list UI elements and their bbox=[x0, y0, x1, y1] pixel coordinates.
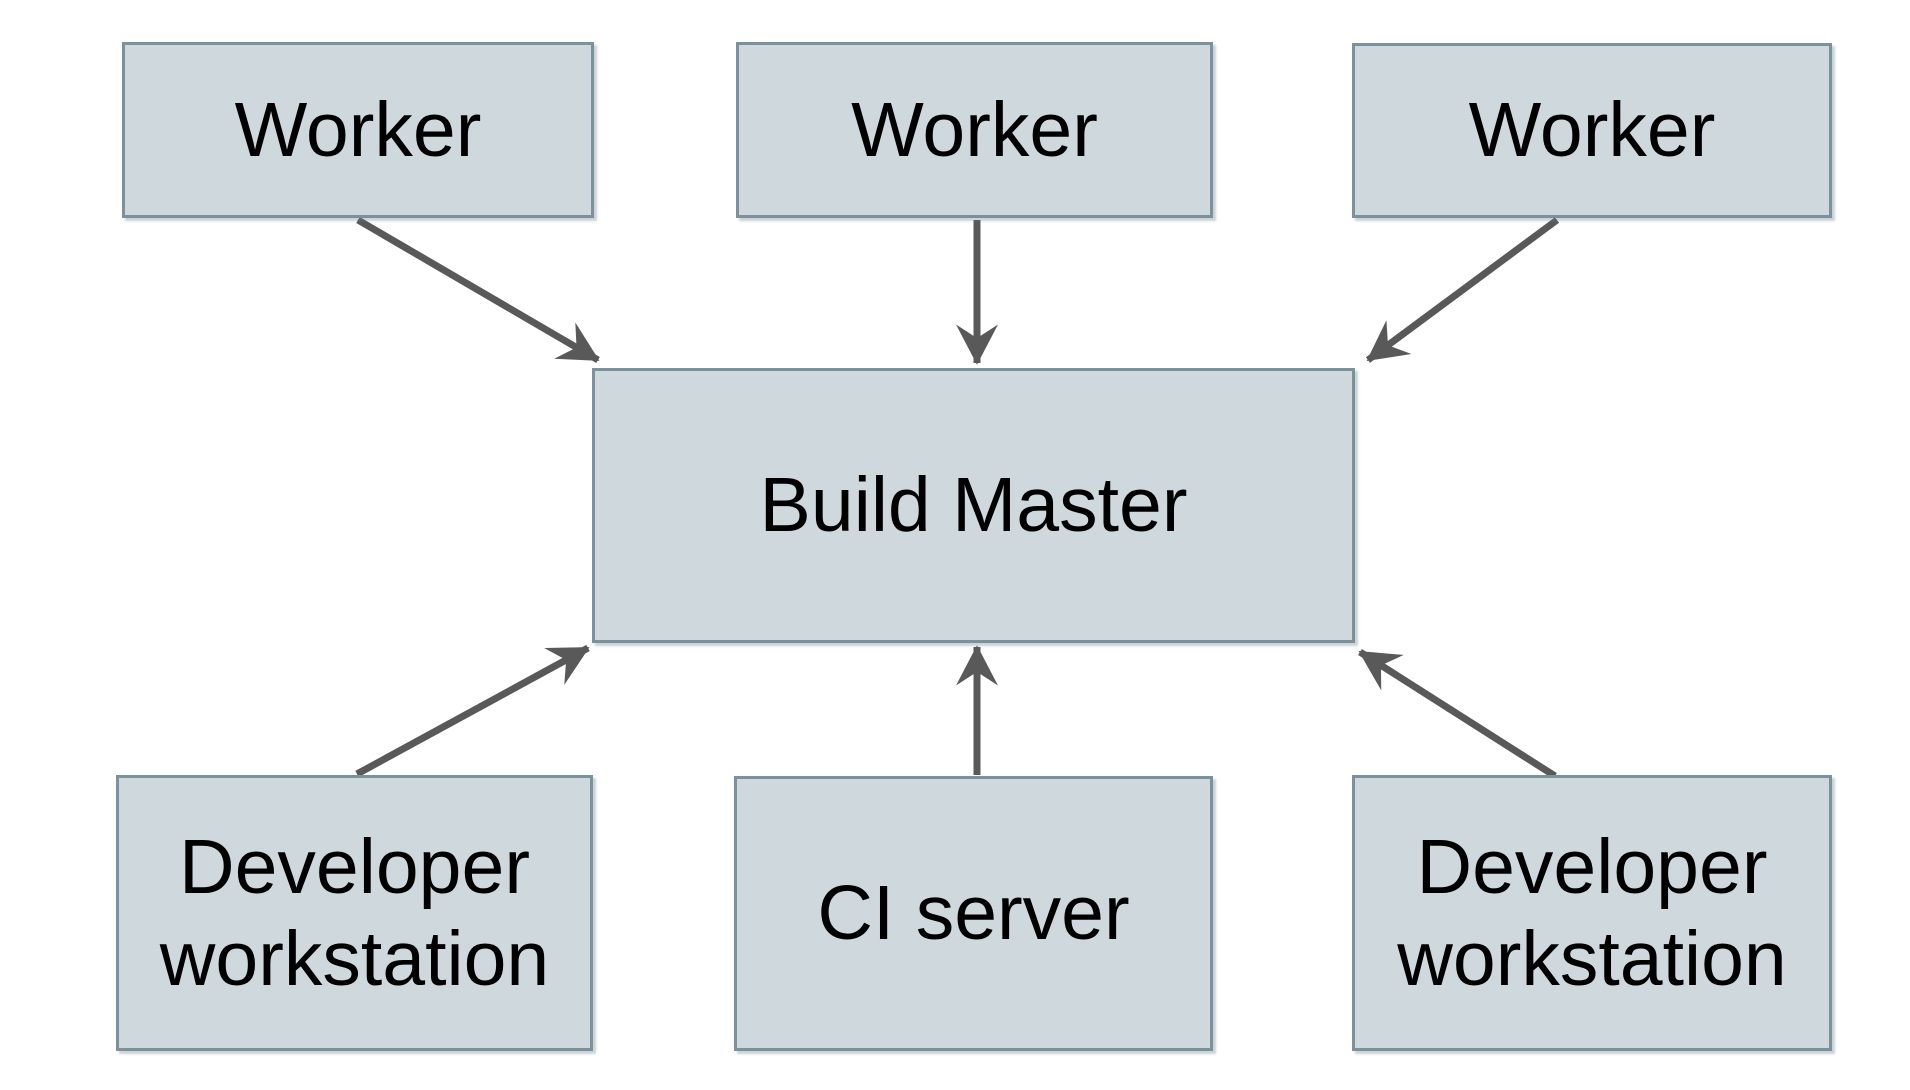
node-developer-workstation-left: Developer workstation bbox=[116, 775, 593, 1051]
node-ci-server: CI server bbox=[734, 776, 1213, 1051]
node-label: Worker bbox=[851, 86, 1098, 173]
edge-developer-workstation-right-to-build-master bbox=[1358, 649, 1557, 779]
node-label: Worker bbox=[234, 86, 482, 173]
edge-worker-3-to-build-master bbox=[1365, 217, 1560, 363]
node-worker-1: Worker bbox=[122, 42, 594, 218]
node-label: Worker bbox=[1468, 87, 1716, 174]
node-build-master: Build Master bbox=[592, 368, 1355, 643]
node-developer-workstation-right: Developer workstation bbox=[1352, 775, 1832, 1051]
node-label: CI server bbox=[817, 870, 1130, 957]
edge-worker-1-to-build-master bbox=[356, 216, 600, 364]
node-label: Developer workstation bbox=[1397, 823, 1787, 1002]
edge-developer-workstation-left-to-build-master bbox=[355, 644, 590, 778]
node-worker-2: Worker bbox=[736, 42, 1213, 218]
node-label: Developer workstation bbox=[159, 823, 550, 1002]
node-worker-3: Worker bbox=[1352, 43, 1832, 218]
node-label: Build Master bbox=[759, 462, 1188, 549]
